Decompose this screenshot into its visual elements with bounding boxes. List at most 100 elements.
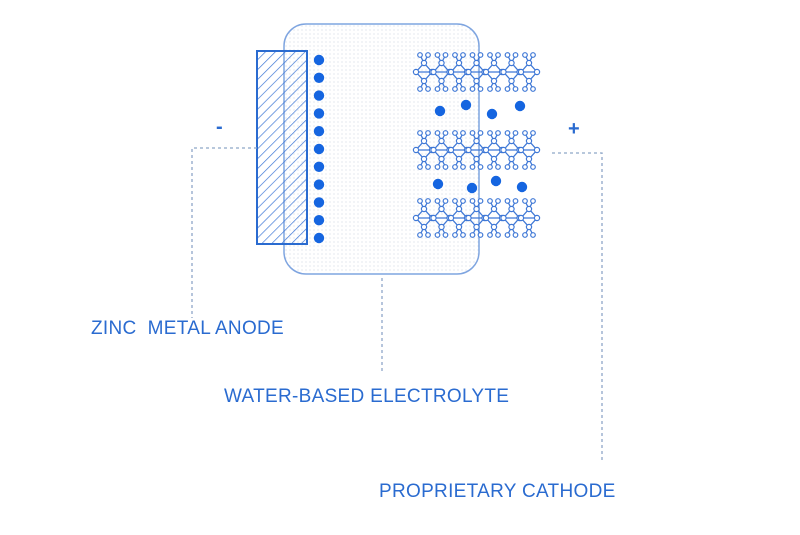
lattice-node [477,198,484,204]
lattice-node [522,232,528,238]
lattice-node [508,205,515,213]
lattice-node [417,164,423,170]
lattice-node [504,86,511,92]
lattice-node [417,198,423,204]
lattice-node [517,68,525,76]
lattice-node [490,223,498,231]
positive-terminal-sign: + [568,118,580,140]
lattice-node [447,146,455,154]
zinc-anode-plate [256,50,308,245]
lattice-node [473,137,480,145]
lattice-row [412,130,541,170]
lattice-node [460,86,466,92]
lattice-node [460,164,466,170]
lattice-node [500,214,507,222]
lattice-node [420,223,428,231]
lattice-node [500,146,507,154]
lattice-node [438,137,445,145]
lattice-node [477,130,484,136]
lattice-node [525,155,533,163]
lattice-node [442,52,449,58]
lattice-node [522,198,528,204]
lattice-node [452,52,458,58]
lattice-node [452,130,458,136]
lattice-node [434,86,441,92]
lattice-node [442,164,449,170]
lattice-node [495,86,501,92]
lattice-node [487,52,493,58]
lattice-node [508,77,515,85]
lattice-node [442,198,449,204]
lattice-node [525,59,533,67]
anode-ion [313,143,325,155]
lattice-node [522,130,528,136]
lattice-node [473,205,480,213]
lattice-node [455,223,463,231]
lattice-node [460,130,466,136]
lattice-node [477,164,484,170]
anode-ion [313,232,325,244]
lattice-node [487,164,493,170]
lattice-node [517,146,525,154]
lattice-node [460,232,466,238]
lattice-node [417,52,423,58]
lattice-node [469,130,476,136]
lattice-node [512,52,519,58]
cathode-ion [466,182,478,194]
electrolyte-label: WATER-BASED ELECTROLYTE [224,386,510,407]
lattice-node [438,59,445,67]
lattice-node [530,164,536,170]
lattice-node [482,214,490,222]
lattice-node [473,59,480,67]
lattice-node [490,77,498,85]
lattice-node [473,223,480,231]
lattice-node [512,86,519,92]
lattice-node [460,52,466,58]
anode-ion [313,54,325,66]
anode-ion [313,197,325,208]
lattice-node [434,164,441,170]
lattice-node [522,52,528,58]
lattice-node [508,155,515,163]
lattice-node [425,86,431,92]
lattice-node [508,223,515,231]
lattice-node [430,68,437,76]
lattice-node [495,130,501,136]
cathode-ion [490,175,502,187]
lattice-node [504,232,511,238]
lattice-node [434,232,441,238]
lattice-node [460,198,466,204]
lattice-node [508,137,515,145]
lattice-node [495,52,501,58]
lattice-node [455,77,463,85]
lattice-node [452,198,458,204]
lattice-node [465,68,472,76]
lattice-node [487,86,493,92]
lattice-node [425,198,431,204]
lattice-node [425,164,431,170]
lattice-node [517,214,525,222]
lattice-node [455,59,463,67]
cathode-ion [514,100,526,112]
lattice-node [500,68,507,76]
cathode-lattice [412,52,541,238]
lattice-node [417,130,423,136]
lattice-node [495,198,501,204]
lattice-node [420,137,428,145]
lattice-node [465,214,472,222]
lattice-node [530,52,536,58]
lattice-node [469,198,476,204]
lattice-node [490,59,498,67]
lattice-node [420,77,428,85]
lattice-node [447,214,455,222]
anode-ion-column [313,54,325,244]
lattice-node [417,86,423,92]
lattice-node [477,232,484,238]
lattice-node [473,155,480,163]
lattice-node [504,198,511,204]
lattice-node [487,198,493,204]
lattice-node [420,155,428,163]
anode-ion [313,108,325,119]
lattice-node [512,232,519,238]
lattice-node [434,130,441,136]
